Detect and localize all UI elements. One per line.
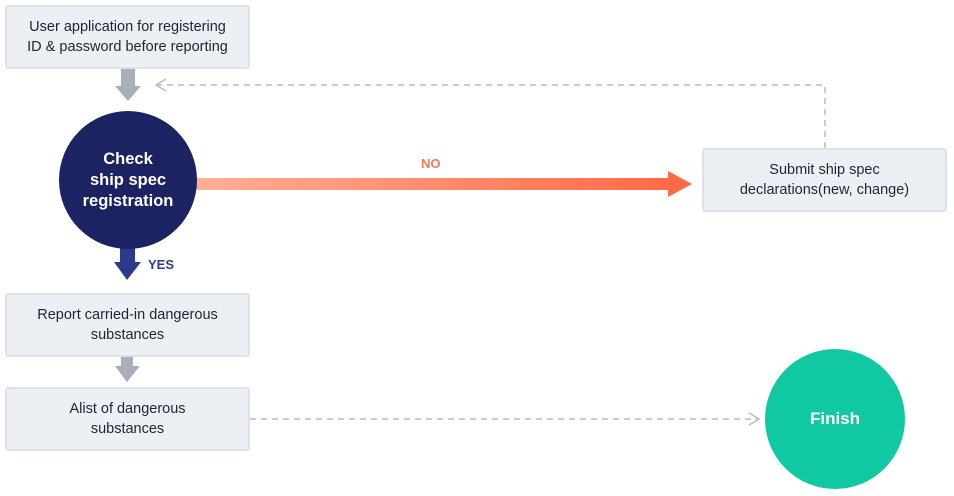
no-label: NO xyxy=(421,156,441,171)
yes-arrow xyxy=(114,247,141,280)
dashed-return-arrow xyxy=(154,78,826,148)
yes-label: YES xyxy=(148,257,175,272)
arrow-report-to-list xyxy=(115,356,140,382)
node-submit-ship-spec: Submit ship spec declarations(new, chang… xyxy=(702,148,947,212)
node-finish: Finish xyxy=(765,349,905,489)
node-check-ship-spec: Check ship spec registration xyxy=(59,111,197,249)
node-report-dangerous: Report carried-in dangerous substances xyxy=(5,293,250,357)
arrow-application-to-check xyxy=(115,68,141,101)
node-list-dangerous: Alist of dangerous substances xyxy=(5,387,250,451)
dashed-arrow-list-to-finish xyxy=(250,412,761,426)
no-arrow xyxy=(196,171,692,197)
node-user-application: User application for registering ID & pa… xyxy=(5,5,250,69)
